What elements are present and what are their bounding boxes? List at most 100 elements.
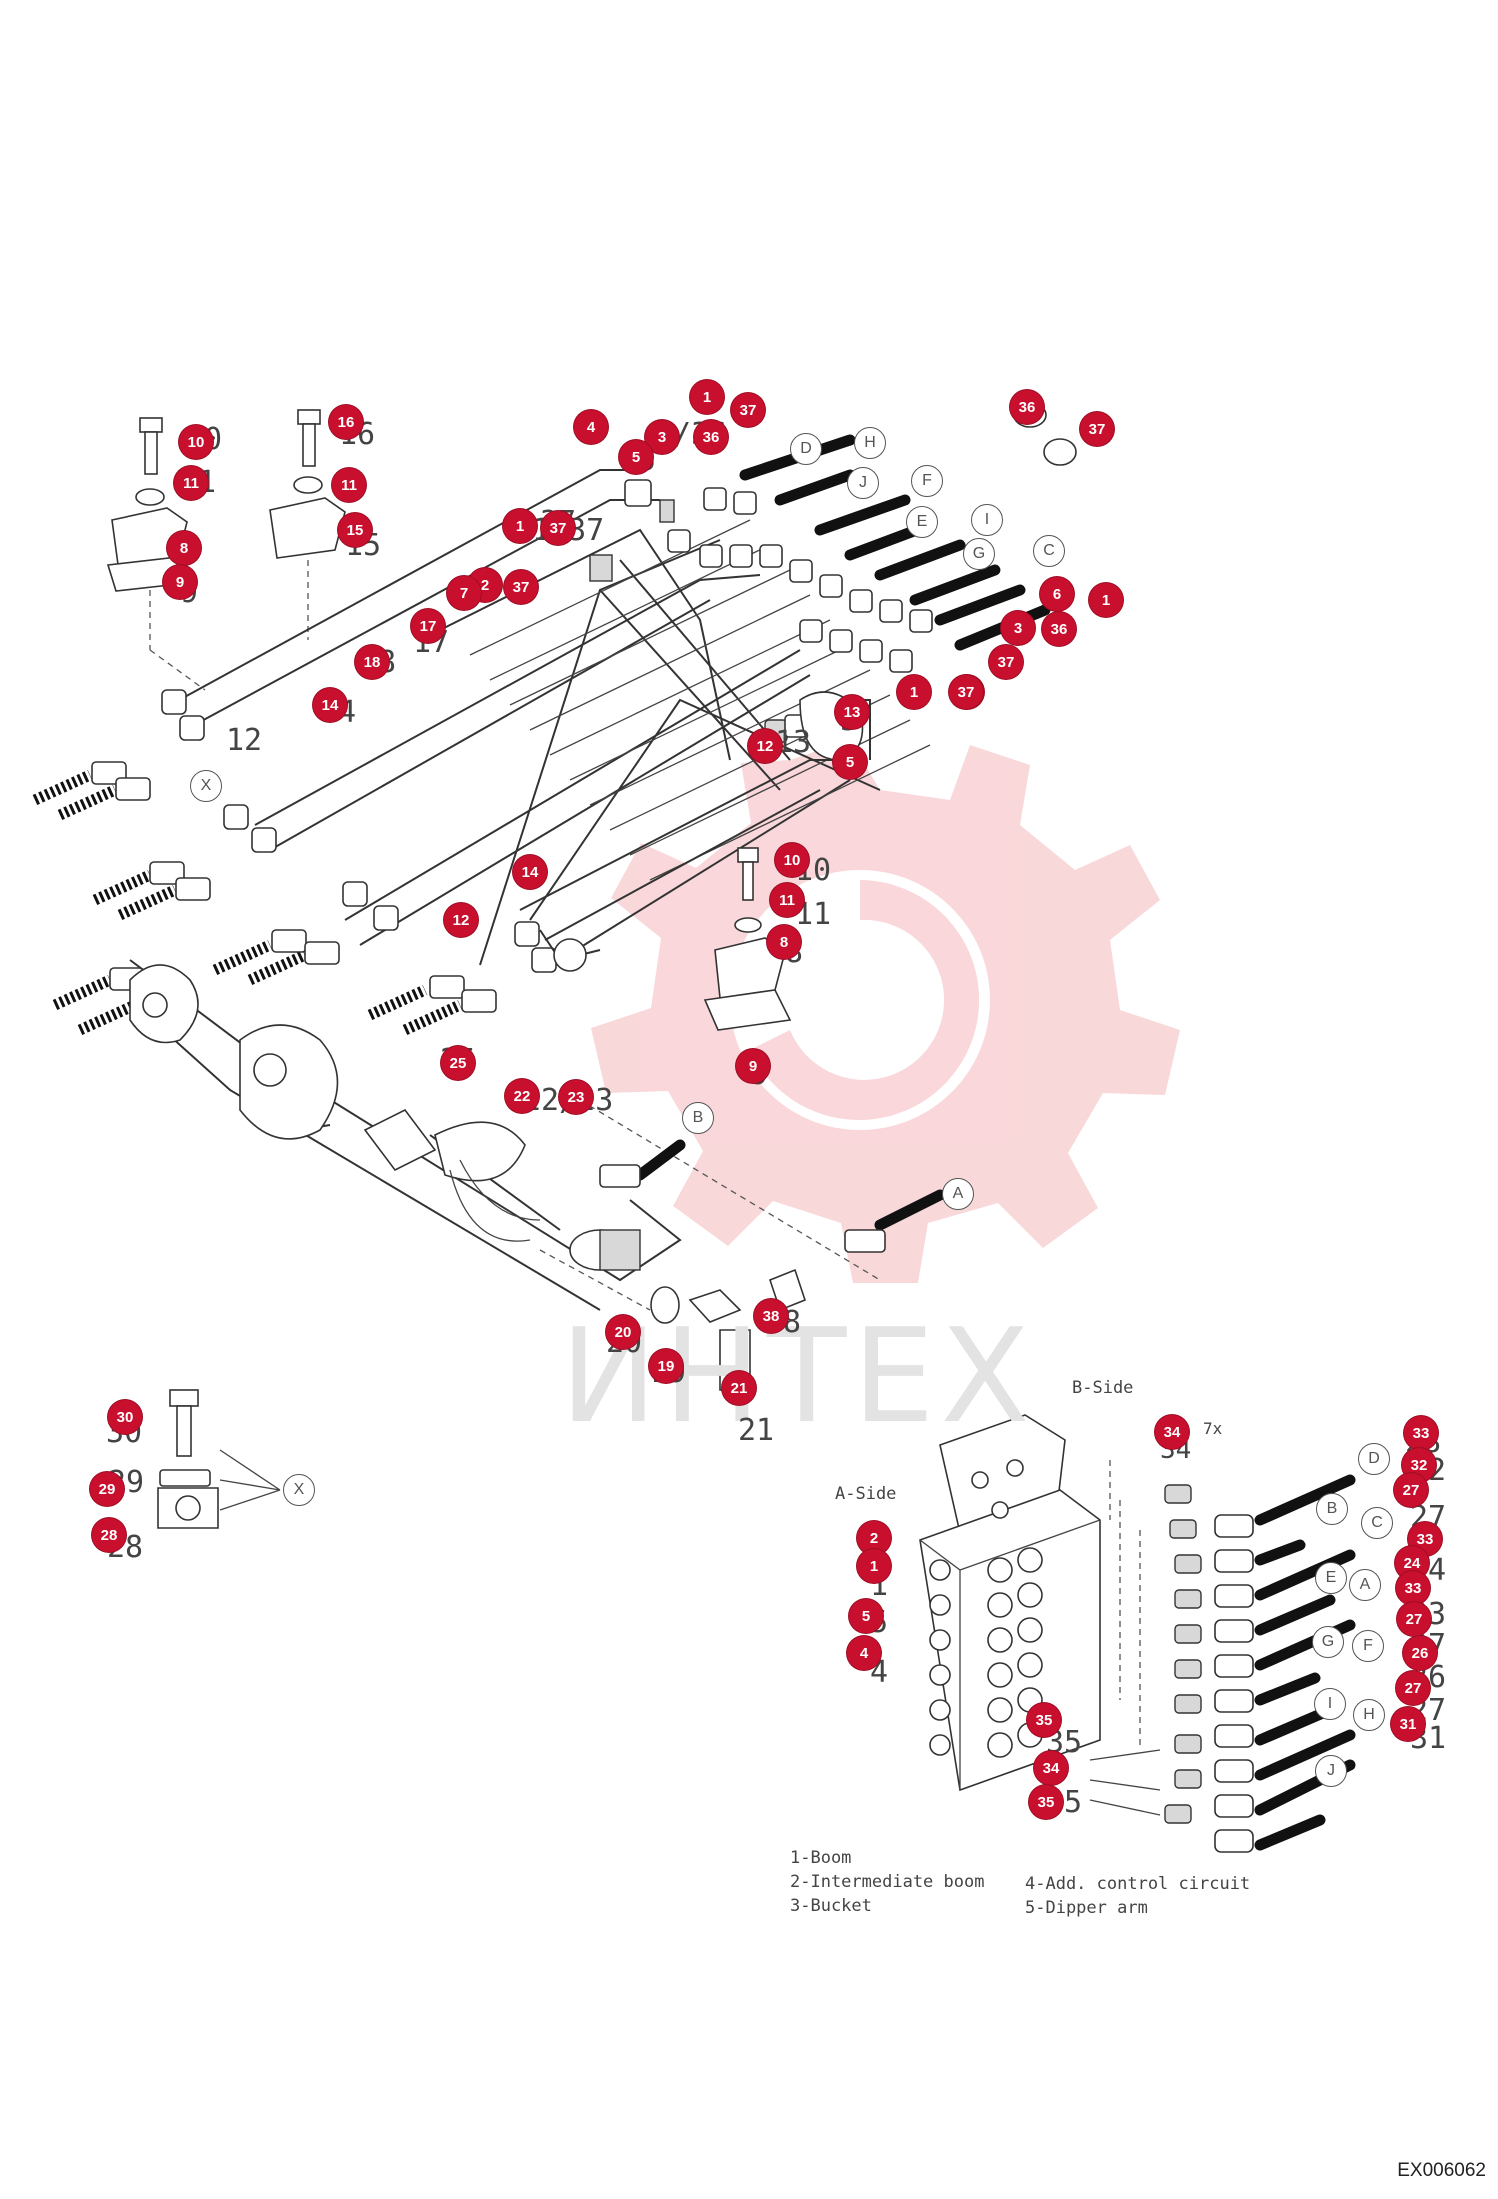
part-number-badge: 14: [513, 855, 547, 889]
connection-letter: D: [1358, 1443, 1390, 1475]
connection-letter: J: [1315, 1755, 1347, 1787]
part-number-badge: 8: [167, 531, 201, 565]
legend-item: 1-Boom: [790, 1848, 852, 1868]
legend-item: 4-Add. control circuit: [1025, 1874, 1251, 1894]
part-number-badge: 33: [1404, 1416, 1438, 1450]
part-number-badge: 1: [1089, 583, 1123, 617]
part-number-badge: 16: [329, 405, 363, 439]
legend: 1-Boom 2-Intermediate boom 3-Bucket 4-Ad…: [790, 1848, 1310, 1928]
part-number-badge: 30: [108, 1400, 142, 1434]
connection-letter: F: [911, 465, 943, 497]
part-number-badge: 37: [949, 675, 983, 709]
part-number-badge: 10: [775, 843, 809, 877]
clamp-assembly-right: [269, 409, 346, 640]
part-number-badge: 1: [897, 675, 931, 709]
part-number-badge: 5: [619, 440, 653, 474]
part-number-badge: 8: [767, 925, 801, 959]
connection-letter: E: [1315, 1562, 1347, 1594]
part-number-label: 21: [738, 1413, 775, 1448]
legend-item: 2-Intermediate boom: [790, 1872, 985, 1892]
part-number-badge: 33: [1396, 1571, 1430, 1605]
part-number-badge: 4: [847, 1636, 881, 1670]
legend-item: 3-Bucket: [790, 1896, 872, 1916]
part-number-badge: 29: [90, 1472, 124, 1506]
part-number-badge: 27: [1397, 1602, 1431, 1636]
part-number-badge: 37: [989, 645, 1023, 679]
part-number-badge: 13: [835, 695, 869, 729]
connection-letter: B: [1316, 1493, 1348, 1525]
legend-item: 5-Dipper arm: [1025, 1898, 1148, 1918]
part-number-badge: 9: [736, 1049, 770, 1083]
connection-letter: I: [1314, 1688, 1346, 1720]
part-number-badge: 6: [1040, 577, 1074, 611]
part-number-badge: 27: [1394, 1473, 1428, 1507]
part-number-badge: 28: [92, 1518, 126, 1552]
part-number-badge: 3: [1001, 611, 1035, 645]
connection-letter: I: [971, 504, 1003, 536]
watermark-gear-icon: [591, 740, 1180, 1283]
connection-letter: D: [790, 433, 822, 465]
part-number-badge: 1: [857, 1549, 891, 1583]
connection-letter: X: [190, 770, 222, 802]
part-number-badge: 37: [541, 511, 575, 545]
part-number-badge: 5: [849, 1599, 883, 1633]
connection-letter: B: [682, 1102, 714, 1134]
part-number-badge: 20: [606, 1315, 640, 1349]
valve-hoses: [1214, 1474, 1356, 1853]
connection-letter: F: [1352, 1630, 1384, 1662]
part-number-badge: 38: [754, 1299, 788, 1333]
part-number-badge: 1: [503, 509, 537, 543]
part-number-badge: 11: [332, 468, 366, 502]
side-label-b: B-Side: [1072, 1378, 1134, 1398]
part-number-badge: 26: [1403, 1636, 1437, 1670]
part-number-badge: 10: [179, 425, 213, 459]
part-number-badge: 37: [504, 570, 538, 604]
part-number-badge: 21: [722, 1371, 756, 1405]
connection-letter: G: [1312, 1626, 1344, 1658]
connection-letter: H: [854, 427, 886, 459]
part-number-badge: 5: [833, 745, 867, 779]
part-number-badge: 4: [574, 410, 608, 444]
connection-letter: C: [1033, 535, 1065, 567]
document-code: EX006062: [1397, 2160, 1486, 2181]
part-number-badge: 35: [1027, 1703, 1061, 1737]
connection-letter: G: [963, 538, 995, 570]
part-number-badge: 37: [1080, 412, 1114, 446]
part-number-badge: 22: [505, 1079, 539, 1113]
connection-letter: C: [1361, 1507, 1393, 1539]
part-number-badge: 36: [1042, 612, 1076, 646]
part-number-badge: 35: [1029, 1785, 1063, 1819]
part-number-badge: 34: [1155, 1415, 1189, 1449]
part-number-badge: 9: [163, 565, 197, 599]
part-number-badge: 18: [355, 645, 389, 679]
side-label-a: A-Side: [835, 1484, 897, 1504]
part-number-badge: 36: [694, 420, 728, 454]
part-number-badge: 1: [690, 380, 724, 414]
part-number-label: 7x: [1203, 1419, 1223, 1438]
part-number-badge: 37: [731, 393, 765, 427]
part-number-badge: 25: [441, 1046, 475, 1080]
connection-letter: H: [1353, 1699, 1385, 1731]
part-number-label: 12: [226, 723, 263, 758]
connection-letter: J: [847, 467, 879, 499]
part-number-badge: 15: [338, 513, 372, 547]
connection-letter: X: [283, 1474, 315, 1506]
clamp-assembly-center: [703, 847, 792, 1031]
hoses-left: [32, 761, 497, 1036]
part-number-badge: 12: [444, 903, 478, 937]
connection-letter: A: [1349, 1569, 1381, 1601]
detail-x-clamp: [157, 1389, 281, 1529]
part-number-badge: 11: [770, 883, 804, 917]
part-number-badge: 34: [1034, 1751, 1068, 1785]
part-number-badge: 23: [559, 1080, 593, 1114]
part-number-badge: 36: [1010, 390, 1044, 424]
part-number-badge: 27: [1396, 1671, 1430, 1705]
part-number-badge: 31: [1391, 1707, 1425, 1741]
part-number-badge: 17: [411, 609, 445, 643]
part-number-badge: 7: [447, 576, 481, 610]
connection-letter: A: [942, 1178, 974, 1210]
part-number-badge: 11: [174, 466, 208, 500]
part-number-badge: 14: [313, 688, 347, 722]
